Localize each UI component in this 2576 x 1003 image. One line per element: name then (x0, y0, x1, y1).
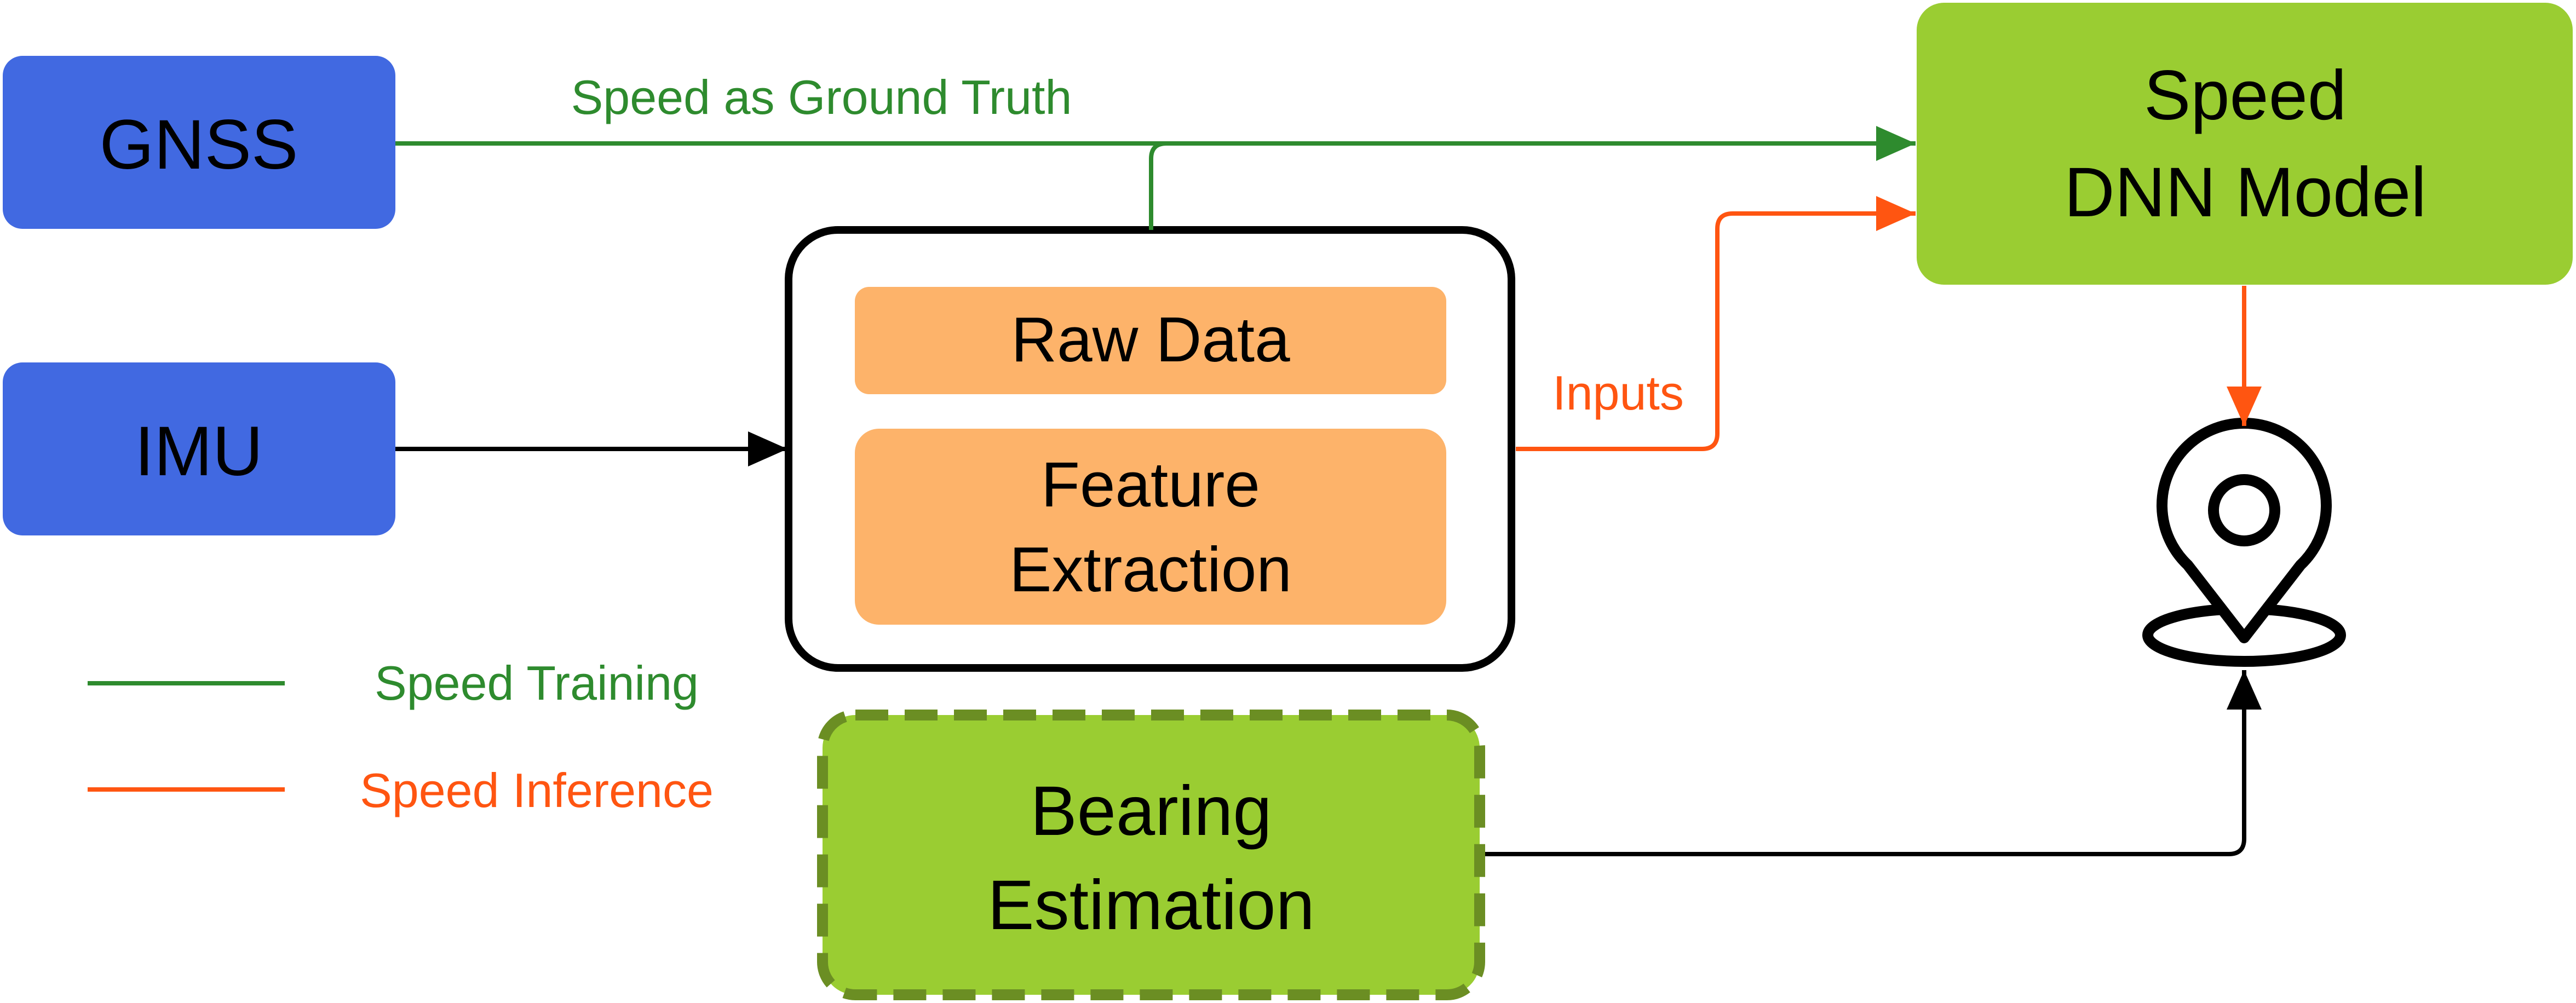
feature-extraction-block (855, 429, 1446, 625)
bearing-label-line2: Estimation (987, 866, 1315, 944)
gnss-label: GNSS (100, 106, 298, 184)
imu-label: IMU (135, 412, 263, 491)
bearing-estimation-node: Bearing Estimation (817, 710, 1485, 1000)
speed-model-label-line1: Speed (2144, 56, 2347, 135)
processing-container: Raw Data Feature Extraction (785, 226, 1515, 672)
legend: Speed Training Speed Inference (88, 656, 714, 817)
legend-training-label: Speed Training (375, 656, 699, 710)
imu-node: IMU (3, 362, 395, 535)
location-pin-icon (2142, 418, 2346, 667)
gnss-node: GNSS (3, 56, 395, 229)
legend-inference-label: Speed Inference (360, 763, 714, 817)
edge-processing-to-model-inference (1516, 196, 1916, 451)
edge-bearing-to-location (1485, 670, 2262, 856)
speed-dnn-model-node: Speed DNN Model (1917, 3, 2573, 285)
raw-data-block (855, 287, 1446, 394)
inputs-label: Inputs (1553, 366, 1684, 420)
raw-data-label: Raw Data (1011, 304, 1290, 375)
speed-model-label-line2: DNN Model (2064, 153, 2427, 232)
feature-extraction-label-line2: Extraction (1009, 534, 1292, 605)
ground-truth-label: Speed as Ground Truth (571, 70, 1072, 124)
edge-processing-to-model-training (1149, 141, 1167, 230)
bearing-label-line1: Bearing (1030, 772, 1272, 850)
feature-extraction-label-line1: Feature (1041, 449, 1260, 520)
